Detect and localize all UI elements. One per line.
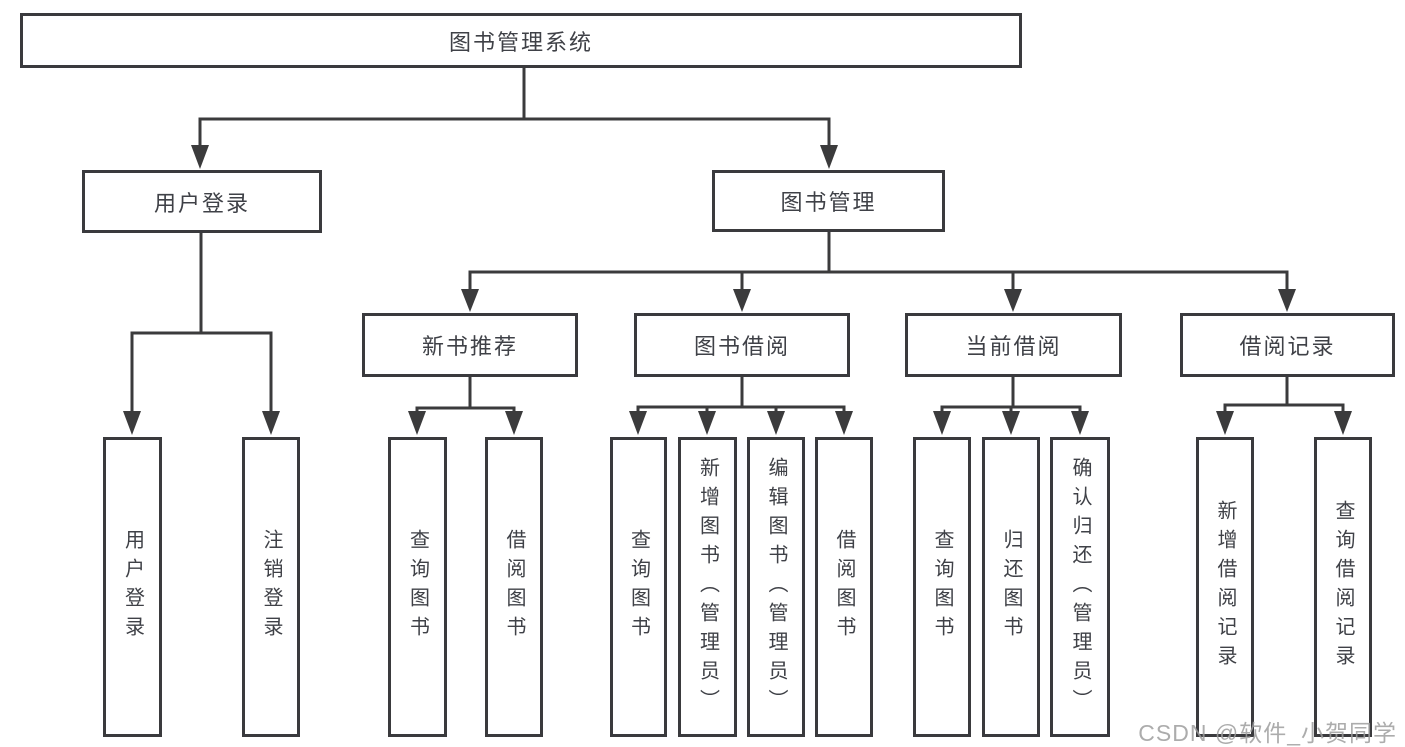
arrow-icon bbox=[262, 411, 280, 435]
leaf-current-query-books-label: 查询图书 bbox=[931, 529, 953, 645]
leaf-newbook-query-books-label: 查询图书 bbox=[406, 529, 429, 645]
connector-book-borrow bbox=[636, 377, 846, 416]
leaf-borrowing-query-books-label: 查询图书 bbox=[627, 529, 650, 645]
node-user-login: 用户登录 bbox=[82, 170, 322, 233]
leaf-add-borrow-record-label: 新增借阅记录 bbox=[1214, 500, 1236, 674]
arrow-icon bbox=[1334, 411, 1352, 435]
connector-user-login bbox=[130, 233, 273, 415]
leaf-newbook-borrow-books: 借阅图书 bbox=[485, 437, 543, 737]
leaf-add-books-admin-label: 新增图书（管理员） bbox=[696, 456, 719, 718]
connector-current-borrow bbox=[940, 377, 1082, 416]
arrow-icon bbox=[1278, 289, 1296, 312]
arrow-icon bbox=[191, 145, 209, 169]
connector-book-mgmt bbox=[468, 232, 1289, 293]
leaf-logout: 注销登录 bbox=[242, 437, 300, 737]
node-root-label: 图书管理系统 bbox=[448, 29, 593, 55]
leaf-current-query-books: 查询图书 bbox=[913, 437, 971, 737]
arrow-icon bbox=[820, 145, 838, 169]
node-borrowing-records: 借阅记录 bbox=[1180, 313, 1395, 377]
arrow-icon bbox=[123, 411, 141, 435]
leaf-query-borrow-record-label: 查询借阅记录 bbox=[1332, 500, 1354, 674]
node-new-book-recommend-label: 新书推荐 bbox=[421, 334, 518, 359]
arrow-icon bbox=[698, 411, 716, 435]
leaf-return-books: 归还图书 bbox=[982, 437, 1040, 737]
arrow-icon bbox=[767, 411, 785, 435]
leaf-borrow-books: 借阅图书 bbox=[815, 437, 873, 737]
connector-borrow-records bbox=[1223, 377, 1345, 416]
arrow-icon bbox=[1004, 289, 1022, 312]
leaf-add-borrow-record: 新增借阅记录 bbox=[1196, 437, 1254, 737]
arrow-icon bbox=[505, 411, 523, 435]
arrow-icon bbox=[733, 289, 751, 312]
node-book-borrowing-label: 图书借阅 bbox=[693, 334, 790, 359]
leaf-confirm-return-admin-label: 确认归还（管理员） bbox=[1069, 456, 1091, 718]
leaf-borrowing-query-books: 查询图书 bbox=[610, 437, 667, 737]
leaf-newbook-query-books: 查询图书 bbox=[388, 437, 447, 737]
node-user-login-label: 用户登录 bbox=[153, 190, 250, 216]
leaf-edit-books-admin: 编辑图书（管理员） bbox=[747, 437, 805, 737]
leaf-edit-books-admin-label: 编辑图书（管理员） bbox=[765, 456, 787, 718]
leaf-logout-label: 注销登录 bbox=[260, 529, 282, 645]
node-book-management-label: 图书管理 bbox=[780, 190, 877, 215]
node-current-borrowing: 当前借阅 bbox=[905, 313, 1122, 377]
connector-root bbox=[198, 68, 831, 150]
arrow-icon bbox=[1071, 411, 1089, 435]
leaf-add-books-admin: 新增图书（管理员） bbox=[678, 437, 737, 737]
arrow-icon bbox=[835, 411, 853, 435]
leaf-confirm-return-admin: 确认归还（管理员） bbox=[1050, 437, 1110, 737]
node-borrowing-records-label: 借阅记录 bbox=[1239, 334, 1336, 359]
leaf-borrow-books-label: 借阅图书 bbox=[833, 529, 855, 645]
arrow-icon bbox=[461, 289, 479, 312]
node-new-book-recommend: 新书推荐 bbox=[362, 313, 578, 377]
node-book-management: 图书管理 bbox=[712, 170, 945, 232]
arrow-icon bbox=[408, 411, 426, 435]
arrow-icon bbox=[1216, 411, 1234, 435]
arrow-icon bbox=[629, 411, 647, 435]
node-root: 图书管理系统 bbox=[20, 13, 1022, 68]
leaf-return-books-label: 归还图书 bbox=[1000, 529, 1022, 645]
leaf-user-login-label: 用户登录 bbox=[121, 529, 144, 645]
node-current-borrowing-label: 当前借阅 bbox=[965, 334, 1062, 359]
arrow-icon bbox=[1002, 411, 1020, 435]
connector-new-book bbox=[415, 377, 516, 416]
watermark: CSDN @软件_小贺同学 bbox=[1138, 720, 1397, 746]
arrow-icon bbox=[933, 411, 951, 435]
node-book-borrowing: 图书借阅 bbox=[634, 313, 850, 377]
leaf-user-login: 用户登录 bbox=[103, 437, 162, 737]
leaf-newbook-borrow-books-label: 借阅图书 bbox=[503, 529, 525, 645]
leaf-query-borrow-record: 查询借阅记录 bbox=[1314, 437, 1372, 737]
